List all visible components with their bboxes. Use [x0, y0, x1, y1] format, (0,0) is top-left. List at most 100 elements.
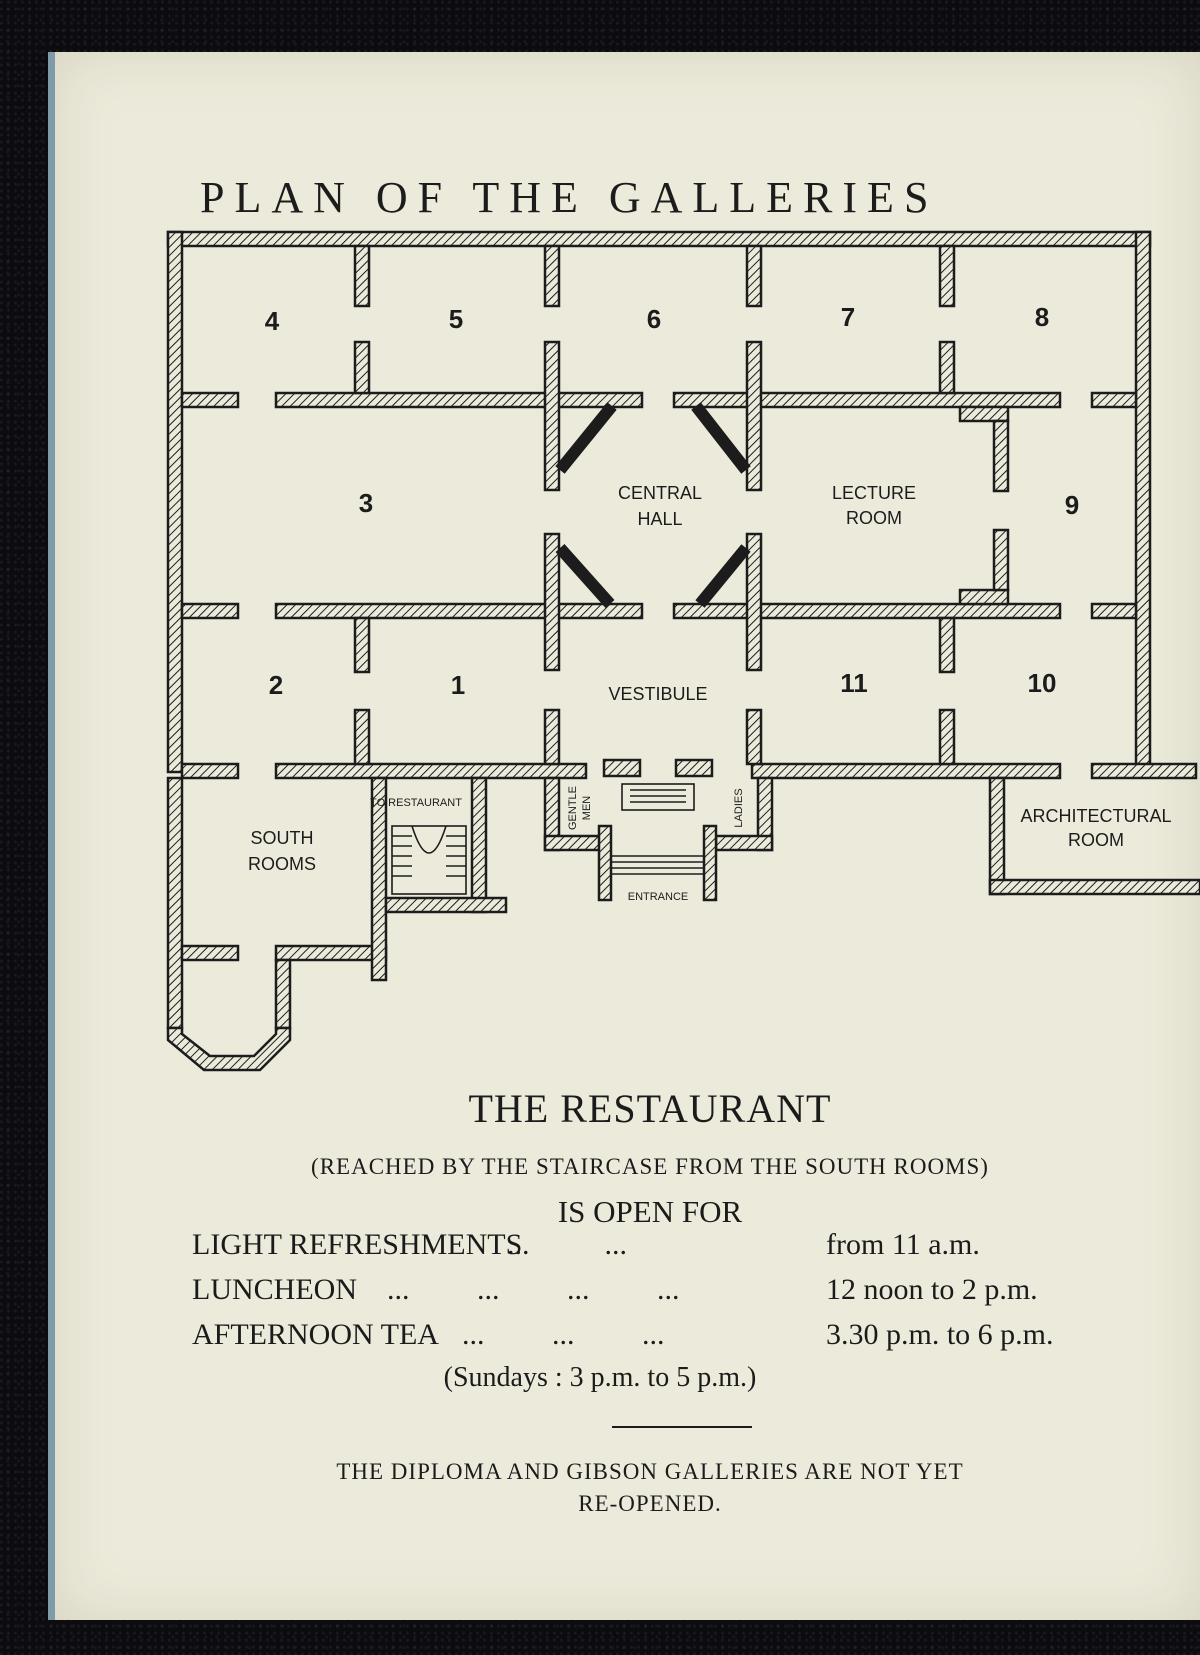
brace-1	[555, 402, 617, 474]
hours-item-time: 12 noon to 2 p.m.	[826, 1273, 1038, 1306]
restaurant-title: THE RESTAURANT	[468, 1086, 832, 1131]
plan-title: PLAN OF THE GALLERIES	[200, 173, 939, 222]
ladies-label: LADIES	[733, 788, 745, 827]
architectural-room-label-1: ARCHITECTURAL	[1020, 806, 1171, 826]
pier-8	[938, 340, 956, 395]
room-number-7: 7	[841, 302, 855, 332]
to-restaurant-label: TO RESTAURANT	[370, 797, 462, 809]
south-apse	[166, 1026, 292, 1072]
south-wall-mid-right	[274, 944, 388, 962]
hours-item-time: from 11 a.m.	[826, 1228, 980, 1261]
lecture-closet-bottom	[958, 588, 1010, 606]
wall-row3-c	[750, 762, 1062, 780]
wall-row3-a	[180, 762, 240, 780]
wall-row3-d	[1090, 762, 1198, 780]
lecture-closet-top	[958, 405, 1010, 423]
wall-row1-c	[672, 391, 1062, 409]
central-hall-braces	[555, 402, 751, 608]
lecture-closet-bottom-side	[992, 528, 1010, 592]
hours-item-name: LIGHT REFRESHMENTS	[192, 1228, 523, 1261]
hours-row-luncheon: LUNCHEON ... ... ... ... 12 noon to 2 p.…	[192, 1273, 1142, 1318]
architectural-room-label-2: ROOM	[1068, 830, 1124, 850]
hours-leader-dots: ... ... ...	[192, 1318, 665, 1351]
lecture-closet-top-side	[992, 419, 1010, 493]
stair-wall-right	[470, 776, 488, 914]
leaflet-page	[48, 52, 1200, 1620]
pier-13	[353, 708, 371, 766]
restaurant-section: THE RESTAURANT (REACHED BY THE STAIRCASE…	[150, 1085, 1150, 1230]
room-number-8: 8	[1035, 302, 1049, 332]
stair-wall-left	[370, 776, 388, 982]
pier-14	[543, 708, 561, 766]
room-number-6: 6	[647, 304, 661, 334]
pier-2	[543, 244, 561, 308]
wall-row1-a	[180, 391, 240, 409]
opening-hours-list: LIGHT REFRESHMENTS ... ... from 11 a.m. …	[192, 1228, 1142, 1363]
gentlemen-label-1: GENTLE	[567, 786, 579, 830]
hours-item-time: 3.30 p.m. to 6 p.m.	[826, 1318, 1054, 1351]
lecture-room-label-1: LECTURE	[832, 483, 916, 503]
wall-row2-d	[1090, 602, 1138, 620]
hours-leader-dots: ... ... ... ...	[192, 1273, 680, 1306]
galleries-notice: THE DIPLOMA AND GIBSON GALLERIES ARE NOT…	[200, 1456, 1100, 1520]
central-hall-label-2: HALL	[637, 509, 682, 529]
outer-wall-left	[166, 230, 184, 774]
room-number-10: 10	[1028, 668, 1057, 698]
pier-11	[353, 616, 371, 674]
room-number-3: 3	[359, 488, 373, 518]
pier-4	[938, 244, 956, 308]
restaurant-subtitle: (REACHED BY THE STAIRCASE FROM THE SOUTH…	[311, 1154, 989, 1179]
hours-item-name: LUNCHEON	[192, 1273, 357, 1306]
outer-wall-top	[166, 230, 1152, 248]
wall-row1-b	[274, 391, 644, 409]
arch-wall-bottom	[988, 878, 1200, 896]
pier-1	[353, 244, 371, 308]
sunday-hours: (Sundays : 3 p.m. to 5 p.m.)	[443, 1362, 757, 1393]
pier-15	[745, 708, 763, 766]
staircase	[391, 825, 467, 895]
south-wall-mid	[180, 944, 240, 962]
entrance-wall-right	[702, 824, 718, 902]
hours-row-afternoon-tea: AFTERNOON TEA ... ... ... 3.30 p.m. to 6…	[192, 1318, 1142, 1363]
restaurant-open-for: IS OPEN FOR	[557, 1194, 743, 1229]
room-number-2: 2	[269, 670, 283, 700]
notice-line-2: RE-OPENED.	[578, 1491, 722, 1516]
wall-row2-b	[274, 602, 644, 620]
hours-item-name: AFTERNOON TEA	[192, 1318, 439, 1351]
porch-right	[674, 758, 714, 778]
entrance-steps	[611, 783, 704, 875]
divider-rule	[612, 1426, 752, 1428]
arch-wall-left	[988, 776, 1006, 896]
brace-2	[691, 402, 751, 474]
porch-left	[602, 758, 642, 778]
brace-4	[695, 544, 751, 608]
south-wall-lower-right	[274, 958, 292, 1030]
south-wall-left	[166, 776, 184, 1030]
plan-walls	[166, 230, 1200, 1030]
south-rooms-label-2: ROOMS	[248, 854, 316, 874]
wall-row1-d	[1090, 391, 1138, 409]
entrance-wall-left	[597, 824, 613, 902]
central-hall-label-1: CENTRAL	[618, 483, 702, 503]
pier-6	[543, 340, 561, 492]
wall-row3-b	[274, 762, 588, 780]
pier-3	[745, 244, 763, 308]
outer-wall-right	[1134, 230, 1152, 774]
wall-row2-c	[672, 602, 1062, 620]
room-number-5: 5	[449, 304, 463, 334]
ladies-wall-bottom	[714, 834, 774, 852]
stair-landing	[411, 825, 447, 854]
notice-line-1: THE DIPLOMA AND GIBSON GALLERIES ARE NOT…	[336, 1459, 964, 1484]
vestibule-label: VESTIBULE	[608, 684, 707, 704]
entrance-label: ENTRANCE	[628, 891, 689, 903]
pier-9	[543, 532, 561, 672]
pier-16	[938, 708, 956, 766]
lecture-room-label-2: ROOM	[846, 508, 902, 528]
room-number-1: 1	[451, 670, 465, 700]
gents-wall-bottom	[543, 834, 603, 852]
hours-leader-dots: ... ...	[192, 1228, 627, 1261]
pier-10	[745, 532, 763, 672]
brace-3	[555, 544, 615, 608]
room-number-4: 4	[265, 306, 280, 336]
